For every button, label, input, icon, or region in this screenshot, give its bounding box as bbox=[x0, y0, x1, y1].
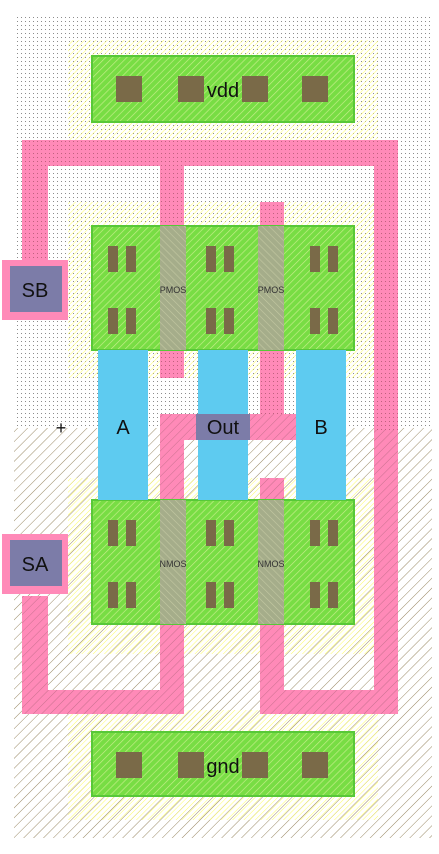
contact bbox=[126, 308, 136, 334]
input-a-label: A bbox=[116, 417, 130, 439]
select-a-pad bbox=[10, 540, 62, 586]
contact bbox=[126, 520, 136, 546]
select-b-pad bbox=[10, 266, 62, 312]
contact bbox=[108, 582, 118, 608]
contact bbox=[108, 520, 118, 546]
contact bbox=[224, 308, 234, 334]
contact bbox=[178, 752, 204, 778]
contact bbox=[108, 308, 118, 334]
contact bbox=[206, 582, 216, 608]
out-pad bbox=[196, 414, 250, 440]
output-label: Out bbox=[207, 417, 240, 439]
contact bbox=[310, 246, 320, 272]
contact bbox=[242, 752, 268, 778]
vdd-contacts bbox=[116, 76, 328, 102]
contact bbox=[224, 582, 234, 608]
gnd-label: gnd bbox=[206, 756, 239, 778]
metal2-a bbox=[98, 350, 148, 500]
metal1-right-bottom bbox=[260, 430, 398, 714]
nmos-contacts bbox=[108, 520, 338, 608]
nmos-label-2: NMOS bbox=[258, 559, 285, 569]
poly-gate-nmos-2 bbox=[258, 500, 284, 624]
origin-marker: + bbox=[56, 418, 67, 438]
contact bbox=[224, 246, 234, 272]
contact bbox=[126, 246, 136, 272]
contact bbox=[116, 752, 142, 778]
poly-gate-nmos-1 bbox=[160, 500, 186, 624]
contact bbox=[310, 308, 320, 334]
pmos-contacts bbox=[108, 246, 338, 334]
nmos-label-1: NMOS bbox=[160, 559, 187, 569]
contact bbox=[206, 246, 216, 272]
metal2-b bbox=[296, 350, 346, 500]
vdd-label: vdd bbox=[207, 80, 239, 102]
contact bbox=[206, 520, 216, 546]
contact bbox=[328, 246, 338, 272]
select-a-label: SA bbox=[22, 554, 49, 576]
contact bbox=[302, 76, 328, 102]
contact bbox=[224, 520, 234, 546]
contact bbox=[206, 308, 216, 334]
contact bbox=[310, 520, 320, 546]
contact bbox=[310, 582, 320, 608]
contact bbox=[328, 520, 338, 546]
contact bbox=[126, 582, 136, 608]
contact bbox=[178, 76, 204, 102]
contact bbox=[302, 752, 328, 778]
contact bbox=[242, 76, 268, 102]
input-b-label: B bbox=[314, 417, 327, 439]
pmos-label-2: PMOS bbox=[258, 285, 285, 295]
contact bbox=[108, 246, 118, 272]
gnd-contacts bbox=[116, 752, 328, 778]
contact bbox=[116, 76, 142, 102]
poly-gate-pmos-1 bbox=[160, 226, 186, 350]
contact bbox=[328, 582, 338, 608]
pmos-label-1: PMOS bbox=[160, 285, 187, 295]
poly-gate-pmos-2 bbox=[258, 226, 284, 350]
contact bbox=[328, 308, 338, 334]
select-b-label: SB bbox=[22, 280, 49, 302]
metal1-out-branch bbox=[160, 414, 300, 478]
